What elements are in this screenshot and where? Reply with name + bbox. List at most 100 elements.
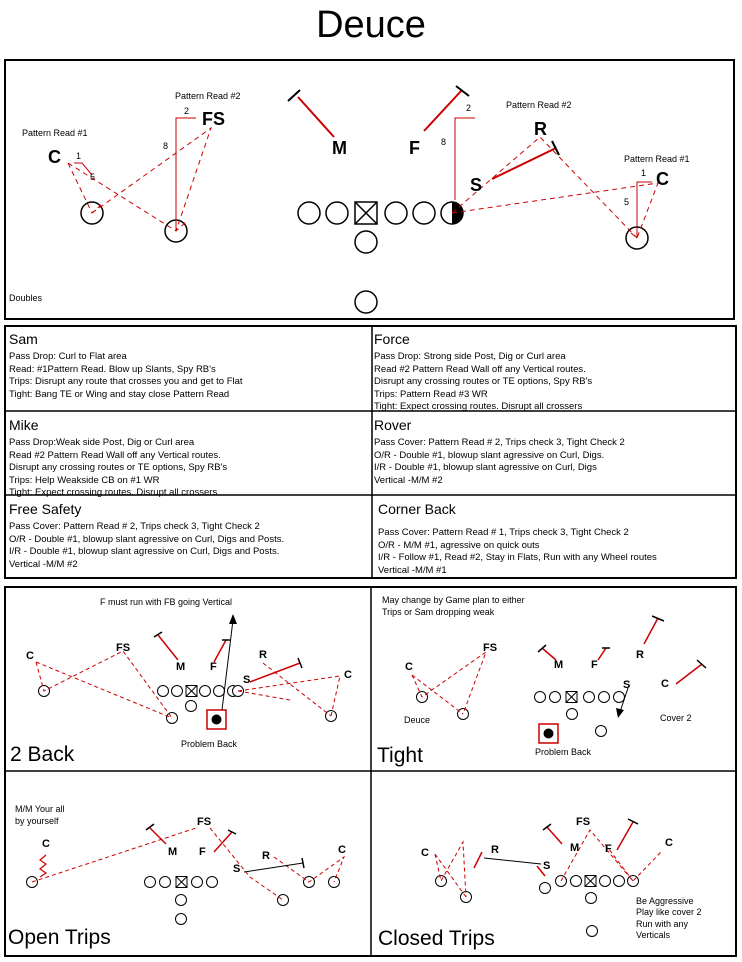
player-c: C (344, 669, 352, 681)
problem-back-box (206, 709, 227, 730)
assignment-line: Tight: Bang TE or Wing and stay close Pa… (9, 388, 230, 400)
route-number: 5 (624, 197, 629, 207)
running-back-circle (354, 290, 378, 314)
assignment-line: I/R - Follow #1, Read #2, Stay in Flats,… (378, 552, 657, 563)
offensive-player-circle (297, 201, 321, 225)
open-trips-note: M/M Your all (15, 804, 65, 814)
route-r-read (451, 136, 638, 239)
assignment-title: Sam (9, 331, 38, 347)
tight-end-half-fill (452, 202, 463, 224)
drop-tick (455, 85, 470, 97)
route-stems (74, 117, 652, 238)
player-s: S (233, 863, 240, 875)
formation-2-back: C FS M F R S C F must run with FB going … (10, 597, 352, 766)
assignment-line: Trips: Pattern Read #3 WR (374, 388, 488, 400)
player-c: C (661, 678, 669, 690)
assignment-line: Disrupt any crossing routes or TE option… (9, 462, 228, 473)
player-r: R (259, 649, 267, 661)
formation-closed-trips: C FS M F R S C Be Aggressive Play like c… (378, 816, 702, 950)
player-m: M (176, 661, 185, 673)
formation-tight: C FS M F R S C May change by Game plan t… (377, 595, 707, 767)
assignment-line: I/R - Double #1, blowup slant agressive … (374, 462, 597, 473)
player-r: R (534, 119, 547, 139)
drops-closed-trips (473, 821, 634, 877)
center-x (354, 201, 378, 225)
pattern-read-2-right: Pattern Read #2 (506, 100, 572, 110)
player-s: S (243, 674, 250, 686)
drop-ticks-tight (537, 615, 707, 669)
assignment-line: Pass Cover: Pattern Read # 2, Trips chec… (374, 437, 625, 448)
assignment-line: Pass Drop: Curl to Flat area (9, 351, 127, 362)
deuce-label: Deuce (404, 715, 430, 725)
main-diagram-frame (4, 59, 735, 320)
assignment-title: Corner Back (378, 501, 456, 517)
sam-drop-line (491, 147, 557, 180)
route-number: 8 (163, 141, 168, 151)
drop-ticks-2-back (153, 631, 303, 669)
route-stem (454, 117, 475, 200)
routes-2-back (35, 650, 341, 719)
letters-2-back: C FS M F R S C (26, 642, 352, 686)
offensive-player-circle (325, 201, 349, 225)
player-c: C (421, 847, 429, 859)
tight-notes: May change by Game plan to either Trips … (382, 595, 692, 757)
assignment-line: Pass Cover: Pattern Read # 2, Trips chec… (9, 521, 260, 532)
defense-letters: C FS M F R S C (48, 109, 669, 195)
assignment-line: Read #2 Pattern Read Wall off any Vertic… (374, 363, 586, 375)
player-r: R (636, 649, 644, 661)
player-m: M (554, 659, 563, 671)
assignment-line: Tight: Expect crossing routes. Disrupt a… (9, 487, 218, 497)
player-c: C (338, 844, 346, 856)
two-back-note: F must run with FB going Vertical (100, 597, 232, 607)
letters-open-trips: C FS M F R S C (42, 816, 346, 875)
player-c: C (405, 661, 413, 673)
assignment-line: Read #2 Pattern Read Wall off any Vertic… (9, 449, 221, 461)
problem-back-box (538, 723, 559, 744)
closed-trips-note: Be Aggressive (636, 896, 694, 906)
closed-trips-note: Play like cover 2 (636, 907, 702, 917)
arrow-icon (616, 708, 624, 718)
offensive-player-circle (412, 201, 436, 225)
assignment-line: Vertical -M/M #2 (9, 558, 78, 570)
problem-back-dot (543, 728, 554, 739)
assignment-title: Free Safety (9, 501, 82, 517)
offense-2-back (38, 685, 337, 724)
linebacker-drops (297, 89, 557, 180)
route-number: 5 (90, 172, 95, 182)
problem-back-label: Problem Back (181, 739, 238, 749)
player-c: C (26, 650, 34, 662)
assignment-line: Trips: Disrupt any route that crosses yo… (9, 376, 243, 387)
quarterback-circle (354, 230, 378, 254)
formation-label-open-trips: Open Trips (8, 926, 111, 949)
open-trips-note: by yourself (15, 816, 59, 826)
problem-back-label: Problem Back (535, 747, 592, 757)
drop-ticks-closed-trips (542, 818, 639, 831)
drop-tick (287, 89, 301, 102)
player-f: F (199, 846, 206, 858)
player-r: R (491, 844, 499, 856)
routes-tight (411, 650, 488, 715)
assignment-title: Mike (9, 417, 39, 433)
player-f: F (409, 138, 420, 158)
formation-label-closed-trips: Closed Trips (378, 927, 495, 950)
assignment-line: Pass Drop:Weak side Post, Dig or Curl ar… (9, 437, 195, 448)
closed-trips-note: Run with any (636, 919, 689, 929)
player-f: F (210, 661, 217, 673)
assignment-line: Pass Cover: Pattern Read # 1, Trips chec… (378, 527, 629, 538)
player-m: M (570, 842, 579, 854)
assignment-line: Disrupt any crossing routes or TE option… (374, 376, 593, 387)
closed-trips-notes: Be Aggressive Play like cover 2 Run with… (636, 896, 702, 940)
offensive-player-circle (384, 201, 408, 225)
player-f: F (605, 843, 612, 855)
pattern-read-1-right: Pattern Read #1 (624, 154, 690, 164)
player-m: M (168, 846, 177, 858)
assignment-line: Pass Drop: Strong side Post, Dig or Curl… (374, 351, 566, 362)
assignment-line: Read: #1Pattern Read. Blow up Slants, Sp… (9, 363, 216, 375)
assignment-rover: Rover Pass Cover: Pattern Read # 2, Trip… (374, 415, 736, 497)
assignment-line: Trips: Help Weakside CB on #1 WR (9, 474, 160, 486)
assignment-corner-back: Corner Back Pass Cover: Pattern Read # 1… (378, 499, 736, 579)
route-labels: Pattern Read #1 Pattern Read #2 Pattern … (9, 91, 690, 303)
assignment-line: Tight: Expect crossing routes. Disrupt a… (374, 401, 583, 412)
